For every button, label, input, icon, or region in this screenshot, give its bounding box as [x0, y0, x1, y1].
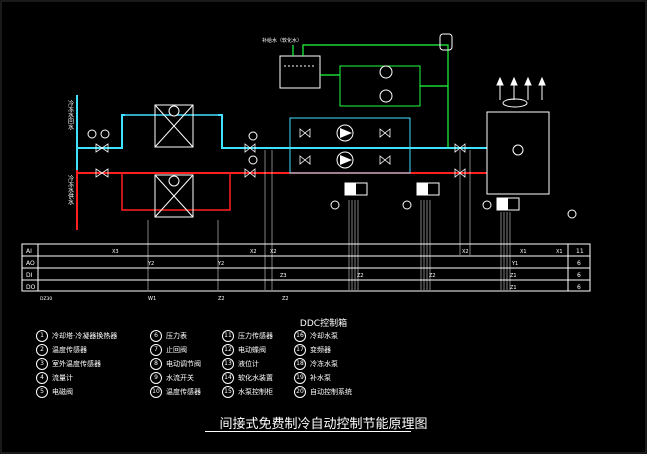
bus-row-do: DO	[26, 284, 36, 291]
bus-row-ao: AO	[26, 260, 35, 267]
legend-number: 9	[150, 372, 162, 384]
legend-label: 补水泵	[310, 374, 331, 382]
legend-label: 冷冻水泵	[310, 360, 338, 368]
left-bottom-label: 冷冻水供水	[67, 174, 74, 205]
legend-label: 水流开关	[166, 374, 194, 382]
title-underline	[205, 431, 411, 432]
legend-label: 水泵控制柜	[238, 388, 273, 396]
bus-code: Y2	[147, 261, 154, 267]
legend-number: 8	[150, 358, 162, 370]
legend-label: 温度传感器	[52, 346, 87, 354]
makeup-line-top	[302, 44, 449, 148]
bus-row-di: DI	[26, 272, 33, 279]
legend-number: 2	[36, 344, 48, 356]
legend-number: 17	[294, 344, 306, 356]
legend-label: 冷却水泵	[310, 332, 338, 340]
makeup-pump-2	[379, 89, 393, 103]
cooling-tower-tag	[512, 144, 524, 156]
left-top-label: 冷冻水回水	[67, 99, 74, 130]
return-pipe-mid	[218, 114, 290, 149]
bus-code: W1	[148, 296, 156, 302]
legend-number: 6	[150, 330, 162, 342]
expansion-vessel	[439, 33, 453, 51]
tower-fan	[502, 98, 528, 108]
heat-exchanger-bottom	[154, 174, 194, 218]
bus-code: X2	[270, 249, 277, 255]
legend-number: 20	[294, 386, 306, 398]
legend-label: 变频器	[310, 346, 331, 354]
legend-label: 液位计	[238, 360, 259, 368]
legend-label: 电动调节阀	[166, 360, 201, 368]
bus-code: X1	[520, 249, 527, 255]
bus-count-do: 6	[577, 284, 581, 291]
tower-fan-arrows	[496, 76, 546, 100]
bus-count-ai: 11	[576, 248, 584, 255]
bus-code: Z2	[357, 273, 364, 279]
bus-count-ao: 6	[577, 260, 581, 267]
legend-number: 11	[222, 330, 234, 342]
legend-label: 流量计	[52, 374, 73, 382]
legend-label: 电动蝶阀	[238, 346, 266, 354]
legend-number: 12	[222, 344, 234, 356]
bus-code: X2	[462, 249, 469, 255]
legend-number: 15	[222, 386, 234, 398]
legend-number: 5	[36, 386, 48, 398]
legend-label: 温度传感器	[166, 388, 201, 396]
bus-code: Y2	[217, 261, 224, 267]
return-pipe-left	[77, 114, 125, 149]
legend-number: 10	[150, 386, 162, 398]
legend-label: 室外温度传感器	[52, 360, 101, 368]
legend-label: 自动控制系统	[310, 388, 352, 396]
bus-code: X2	[250, 249, 257, 255]
pump-group-box	[289, 117, 411, 174]
circulation-pump-2	[336, 151, 354, 169]
bus-count-di: 6	[577, 272, 581, 279]
ddc-signal-lines	[147, 150, 511, 290]
bus-code: Y1	[511, 261, 518, 267]
bus-code: DZ30	[40, 296, 52, 302]
tank-label: 补给水（软化水）	[262, 37, 302, 44]
bus-code: Z2	[218, 296, 225, 302]
bus-row-ai: AI	[26, 248, 32, 255]
cooling-tower	[486, 111, 550, 195]
legend-label: 压力传感器	[238, 332, 273, 340]
circulation-pump-1	[336, 124, 354, 142]
bus-code: Z2	[282, 296, 289, 302]
legend-number: 19	[294, 372, 306, 384]
legend-number: 14	[222, 372, 234, 384]
bus-code: X1	[556, 249, 563, 255]
legend-label: 止回阀	[166, 346, 187, 354]
equipment-tags	[87, 129, 577, 219]
bus-code: Z1	[510, 285, 517, 291]
ddc-panel-title: DDC控制箱	[299, 319, 348, 329]
makeup-water-tank	[279, 55, 321, 89]
heat-exchanger-top	[154, 104, 194, 148]
bus-code: Z1	[510, 273, 517, 279]
bus-code: X3	[112, 249, 119, 255]
bus-code: Z2	[429, 273, 436, 279]
legend-number: 16	[294, 330, 306, 342]
legend-number: 18	[294, 358, 306, 370]
valve-symbols	[95, 128, 466, 178]
legend-number: 4	[36, 372, 48, 384]
legend-number: 13	[222, 358, 234, 370]
drawing-title: 间接式免费制冷自动控制节能原理图	[219, 417, 428, 432]
legend-number: 1	[36, 330, 48, 342]
legend-label: 压力表	[166, 332, 187, 340]
io-bus-table	[21, 243, 591, 292]
makeup-pump-1	[379, 65, 393, 79]
supply-pipe-loop	[121, 173, 231, 211]
bus-code: Z3	[280, 273, 287, 279]
legend-label: 软化水装置	[238, 374, 273, 382]
legend-label: 冷却塔·冷凝器换热器	[52, 332, 118, 340]
legend-label: 电磁阀	[52, 388, 73, 396]
legend-number: 7	[150, 344, 162, 356]
legend-number: 3	[36, 358, 48, 370]
